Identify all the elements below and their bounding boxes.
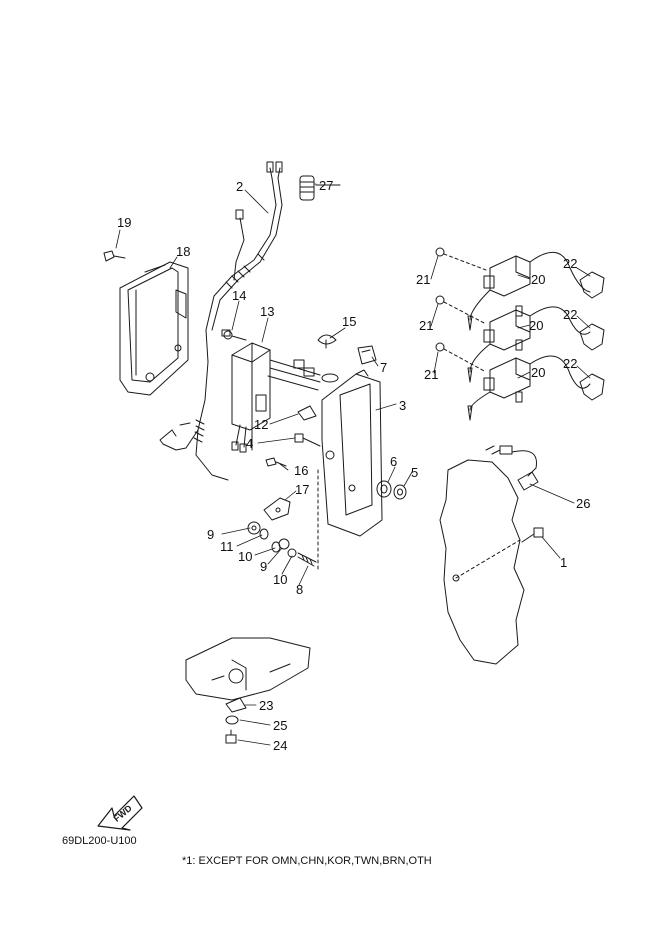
callout-label: 4	[246, 436, 254, 451]
callout-label: 19	[117, 215, 132, 230]
screw-part	[266, 458, 286, 466]
callout-label: 20	[531, 272, 546, 287]
callout-label: 12	[254, 417, 269, 432]
callout-label: 22	[563, 256, 578, 271]
grommet-part	[377, 481, 391, 497]
callout-label: 26	[576, 496, 591, 511]
callout-label: 16	[294, 463, 309, 478]
nut-part	[279, 539, 289, 549]
callout-label: 21	[416, 272, 431, 287]
callout-label: 25	[273, 718, 288, 733]
ignition-coil-part	[468, 356, 590, 420]
callout-label: 13	[260, 304, 275, 319]
washer-part	[248, 522, 260, 534]
leader-lines	[116, 184, 590, 745]
forward-arrow-icon: FWD	[98, 796, 142, 830]
wire-harness-part	[160, 162, 282, 480]
bolt-part	[436, 296, 486, 324]
callout-label: 22	[563, 307, 578, 322]
callout-label: 9	[260, 559, 268, 574]
diagram-code: 69DL200-U100	[62, 835, 137, 847]
callout-label: 11	[220, 539, 234, 554]
bolt-part	[436, 343, 486, 372]
callout-label: 1	[560, 555, 568, 570]
cdi-unit-part	[232, 343, 338, 452]
callout-label: 17	[295, 482, 310, 497]
callout-label: 18	[176, 244, 191, 259]
engine-block-outline	[440, 460, 524, 664]
fwd-label: FWD	[112, 803, 135, 824]
spark-plug-cap-part	[580, 374, 604, 400]
clamp-part	[318, 335, 336, 348]
sensor-part	[486, 446, 538, 490]
callout-label: 14	[232, 288, 247, 303]
callout-label: 20	[529, 318, 544, 333]
callout-label: 21	[419, 318, 434, 333]
screw-part	[224, 331, 246, 340]
lower-bracket-assembly	[186, 638, 310, 700]
callout-label: 6	[390, 454, 398, 469]
spark-plug-cap-part	[580, 272, 604, 298]
callout-label: 8	[296, 582, 304, 597]
bolt-part	[298, 553, 316, 566]
callout-label: 15	[342, 314, 357, 329]
spark-plug-cap-part	[580, 324, 604, 350]
callout-label: 5	[411, 465, 419, 480]
bolt-part	[522, 528, 543, 542]
callout-label: 2	[236, 179, 244, 194]
bolt-part	[226, 730, 236, 743]
callout-label: 10	[238, 549, 253, 564]
washer-part	[226, 698, 246, 712]
holder-part	[358, 346, 376, 364]
ignition-coil-part	[468, 252, 590, 330]
cdi-cover-part	[120, 262, 188, 395]
bolt-part	[436, 248, 486, 270]
callout-label: 10	[273, 572, 288, 587]
collar-part	[394, 485, 406, 499]
callout-label: 20	[531, 365, 546, 380]
clamp-bracket-part	[264, 498, 290, 520]
callout-label: 7	[380, 360, 388, 375]
callout-label: 24	[273, 738, 288, 753]
washer-part	[226, 716, 238, 724]
callout-label: 22	[563, 356, 578, 371]
ignition-coil-part	[468, 307, 590, 382]
callout-label: 3	[399, 398, 407, 413]
washer-part	[260, 529, 268, 539]
clip-part	[298, 406, 316, 420]
callout-label: 21	[424, 367, 439, 382]
footnote: *1: EXCEPT FOR OMN,CHN,KOR,TWN,BRN,OTH	[182, 855, 432, 867]
callout-label: 27	[319, 178, 334, 193]
bolt-part	[104, 251, 125, 261]
callout-label: 23	[259, 698, 274, 713]
sleeve-part	[300, 176, 340, 200]
callout-label: 9	[207, 527, 215, 542]
bracket-plate-part	[318, 370, 382, 570]
washer-part	[288, 549, 296, 557]
bolt-part	[295, 434, 320, 446]
